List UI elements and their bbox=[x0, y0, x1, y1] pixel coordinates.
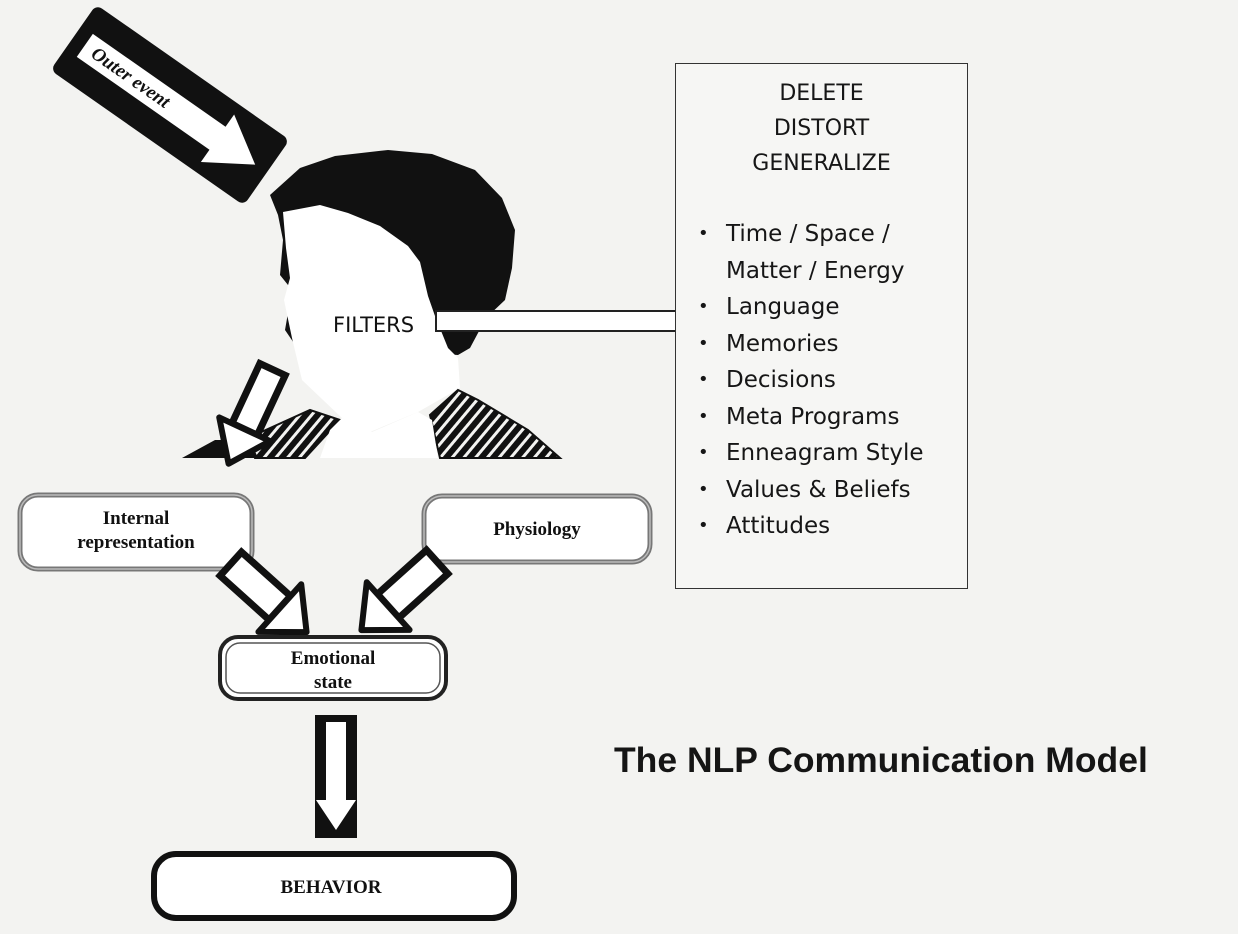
internal-representation-node: Internal representation bbox=[17, 492, 255, 572]
filter-item: Decisions bbox=[698, 362, 961, 399]
behavior-label: BEHAVIOR bbox=[280, 877, 381, 898]
emotional-state-node: Emotional state bbox=[218, 635, 448, 701]
state-to-behavior-arrow bbox=[315, 715, 357, 838]
filter-item: Memories bbox=[698, 326, 961, 363]
filter-list: Time / Space / Matter / Energy Language … bbox=[698, 216, 961, 545]
filter-item: Values & Beliefs bbox=[698, 472, 961, 509]
outer-event-sign: Outer event bbox=[53, 7, 287, 203]
operation-generalize: GENERALIZE bbox=[752, 151, 891, 176]
filter-list-box: DELETE DISTORT GENERALIZE Time / Space /… bbox=[675, 63, 968, 589]
head-silhouette-icon bbox=[182, 150, 563, 459]
operation-delete: DELETE bbox=[779, 81, 864, 106]
physiology-node: Physiology bbox=[421, 493, 653, 565]
filter-item: Language bbox=[698, 289, 961, 326]
operation-distort: DISTORT bbox=[773, 116, 870, 141]
representation-to-state-arrow bbox=[215, 547, 310, 636]
physiology-label: Physiology bbox=[493, 519, 581, 540]
filters-label: FILTERS bbox=[333, 313, 414, 337]
internal-representation-line1: Internal bbox=[103, 508, 170, 529]
filter-operations: DELETE DISTORT GENERALIZE bbox=[676, 76, 967, 181]
internal-representation-line2: representation bbox=[77, 532, 195, 553]
behavior-node: BEHAVIOR bbox=[151, 851, 517, 921]
filter-item: Meta Programs bbox=[698, 399, 961, 436]
physiology-to-state-arrow bbox=[358, 545, 453, 634]
emotional-state-line1: Emotional bbox=[291, 648, 375, 669]
diagram-title: The NLP Communication Model bbox=[614, 740, 1148, 780]
head-to-representation-arrow bbox=[216, 358, 290, 467]
emotional-state-line2: state bbox=[314, 672, 352, 693]
filter-item: Time / Space / bbox=[698, 216, 961, 253]
filter-item: Enneagram Style bbox=[698, 435, 961, 472]
filter-item: Attitudes bbox=[698, 508, 961, 545]
filter-item-continued: Matter / Energy bbox=[726, 257, 905, 284]
